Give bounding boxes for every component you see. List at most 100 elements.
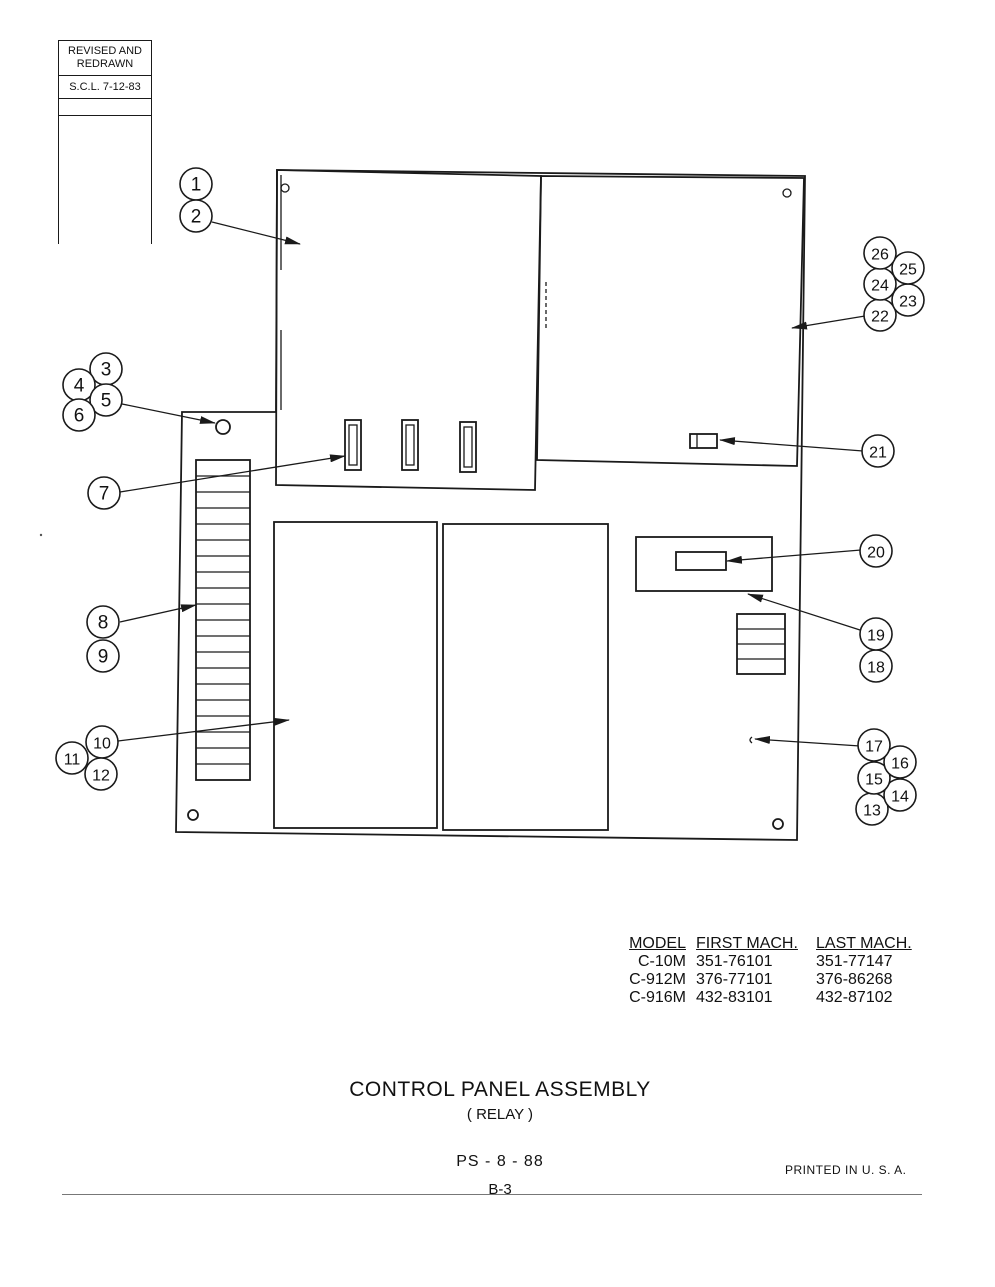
callout-6: 6 — [62, 398, 96, 432]
printed-in-usa: PRINTED IN U. S. A. — [785, 1163, 907, 1177]
revision-line2: REDRAWN — [76, 58, 134, 70]
serial-table-header: MODEL FIRST MACH. LAST MACH. — [608, 935, 928, 953]
callout-7: 7 — [87, 476, 121, 510]
header-last-mach: LAST MACH. — [816, 935, 912, 952]
callout-11: 11 — [55, 741, 89, 775]
leader-17 — [754, 736, 861, 747]
mounting-hole — [215, 419, 231, 435]
drawing-subtitle: ( RELAY ) — [466, 1106, 534, 1123]
leader-21 — [719, 437, 864, 452]
terminal-strip-dividers — [196, 475, 250, 765]
callout-label: 23 — [899, 294, 917, 311]
leader-19 — [747, 593, 861, 631]
cell-model: C-912M — [629, 971, 686, 988]
callout-label: 9 — [98, 647, 109, 668]
serial-table: MODEL FIRST MACH. LAST MACH. C-10M 351-7… — [608, 935, 928, 1007]
callout-circle — [55, 741, 89, 775]
drawing-title: CONTROL PANEL ASSEMBLY — [349, 1078, 651, 1101]
callout-circle — [86, 639, 120, 673]
callout-circle — [87, 476, 121, 510]
relay-1 — [344, 419, 362, 471]
leader-5 — [121, 403, 216, 424]
callout-21: 21 — [861, 434, 895, 468]
lower-left-board — [273, 521, 438, 829]
callout-23: 23 — [891, 283, 925, 317]
fuse — [675, 551, 727, 571]
callout-label: 22 — [871, 309, 889, 326]
callout-circle — [857, 728, 891, 762]
leader-22 — [791, 315, 866, 330]
document-number: PS - 8 - 88 — [456, 1153, 544, 1170]
leader-2 — [211, 221, 301, 245]
fuse-holder-block — [635, 536, 773, 592]
callout-circle — [861, 434, 895, 468]
revision-blank-column — [58, 116, 152, 244]
callout-circle — [62, 398, 96, 432]
callout-26: 26 — [863, 236, 897, 270]
header-first-mach: FIRST MACH. — [696, 935, 798, 952]
cell-last: 351-77147 — [816, 953, 893, 970]
header-model: MODEL — [629, 935, 686, 952]
mounting-hole — [187, 809, 199, 821]
footer-rule — [62, 1194, 922, 1195]
callout-circle — [179, 199, 213, 233]
callout-label: 25 — [899, 262, 917, 279]
callout-19: 19 — [859, 617, 893, 651]
leader-7 — [119, 454, 346, 493]
stray-mark — [39, 533, 43, 537]
callout-label: 2 — [191, 207, 202, 228]
callout-label: 12 — [92, 768, 110, 785]
small-terminal-block — [736, 613, 786, 675]
callout-label: 5 — [101, 391, 112, 412]
callout-label: 26 — [871, 247, 889, 264]
revision-line1: REVISED AND — [68, 45, 142, 57]
callout-label: 20 — [867, 545, 885, 562]
callout-label: 16 — [891, 756, 909, 773]
serial-table-row: C-916M 432-83101 432-87102 — [608, 989, 928, 1007]
base-panel — [175, 169, 806, 841]
cell-first: 376-77101 — [696, 971, 773, 988]
cell-model: C-916M — [629, 989, 686, 1006]
leader-20 — [726, 549, 862, 564]
callout-label: 13 — [863, 803, 881, 820]
callout-14: 14 — [883, 778, 917, 812]
callout-18: 18 — [859, 649, 893, 683]
callout-label: 15 — [865, 772, 883, 789]
cell-last: 432-87102 — [816, 989, 893, 1006]
callout-1: 1 — [179, 167, 213, 201]
callout-label: 14 — [891, 789, 909, 806]
revision-note: REVISED AND REDRAWN — [58, 40, 152, 76]
relay-3 — [459, 421, 477, 473]
callout-circle — [89, 383, 123, 417]
callout-circle — [86, 605, 120, 639]
callout-5: 5 — [89, 383, 123, 417]
callout-label: 4 — [74, 376, 85, 397]
callout-bubbles: 1234567891011121314151617181920212223242… — [55, 167, 925, 826]
ground-clip — [749, 736, 753, 744]
board-fuse — [689, 433, 718, 449]
callout-label: 18 — [867, 660, 885, 677]
cell-first: 351-76101 — [696, 953, 773, 970]
callout-circle — [863, 236, 897, 270]
callout-label: 10 — [93, 736, 111, 753]
leader-lines — [117, 221, 866, 747]
serial-table-row: C-912M 376-77101 376-86268 — [608, 971, 928, 989]
relay-2-inner — [405, 424, 415, 466]
callout-circle — [883, 745, 917, 779]
mounting-hole — [280, 183, 290, 193]
leader-10 — [117, 717, 290, 742]
callout-circle — [883, 778, 917, 812]
callout-24: 24 — [863, 267, 897, 301]
relay-1-inner — [348, 424, 358, 466]
callout-25: 25 — [891, 251, 925, 285]
serial-table-row: C-10M 351-76101 351-77147 — [608, 953, 928, 971]
mounting-hole — [772, 818, 784, 830]
upper-left-board — [275, 169, 542, 491]
callout-16: 16 — [883, 745, 917, 779]
callout-8: 8 — [86, 605, 120, 639]
callout-label: 3 — [101, 360, 112, 381]
callout-label: 17 — [865, 739, 883, 756]
revision-blank-row — [58, 99, 152, 116]
callout-circle — [891, 251, 925, 285]
